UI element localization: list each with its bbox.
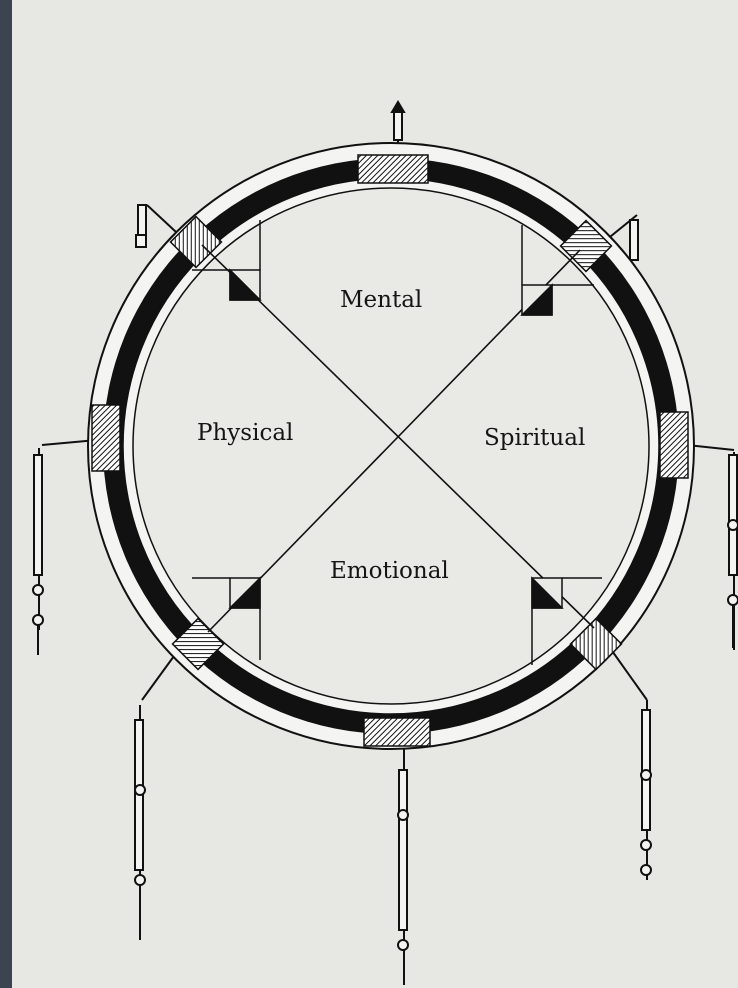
- label-physical: Physical: [197, 420, 293, 446]
- medicine-wheel: [12, 0, 738, 988]
- label-mental: Mental: [340, 287, 422, 313]
- book-page: Mental Physical Spiritual Emotional: [12, 0, 738, 988]
- label-emotional: Emotional: [330, 558, 449, 584]
- label-spiritual: Spiritual: [484, 425, 585, 451]
